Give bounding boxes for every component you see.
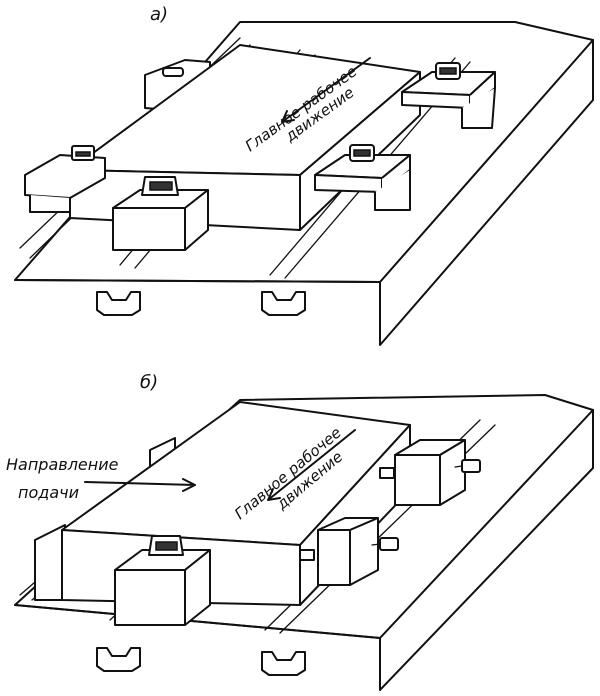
panel-b-front-block xyxy=(114,535,211,626)
panel-b-side-block-1 xyxy=(299,517,399,586)
panel-a-clamp-right-rear xyxy=(401,62,496,129)
panel-a: а) Главное рабочее xyxy=(14,4,594,346)
panel-a-label: а) xyxy=(150,4,168,25)
panel-b-label: б) xyxy=(140,372,158,393)
panel-a-front-block xyxy=(112,176,209,251)
panel-b-motion-arrow xyxy=(267,429,356,501)
panel-b-side-block-2 xyxy=(379,439,481,506)
panel-a-clamp-left xyxy=(24,145,106,213)
panel-b-feed-arrow xyxy=(84,478,196,492)
panel-b-feed-label-line2: подачи xyxy=(18,483,79,502)
panel-a-clamp-right-front xyxy=(314,144,411,211)
panel-b: б) Главное рабочее xyxy=(6,372,594,691)
panel-b-feed-label-line1: Направление xyxy=(6,455,119,474)
panel-a-motion-arrow xyxy=(281,57,371,123)
